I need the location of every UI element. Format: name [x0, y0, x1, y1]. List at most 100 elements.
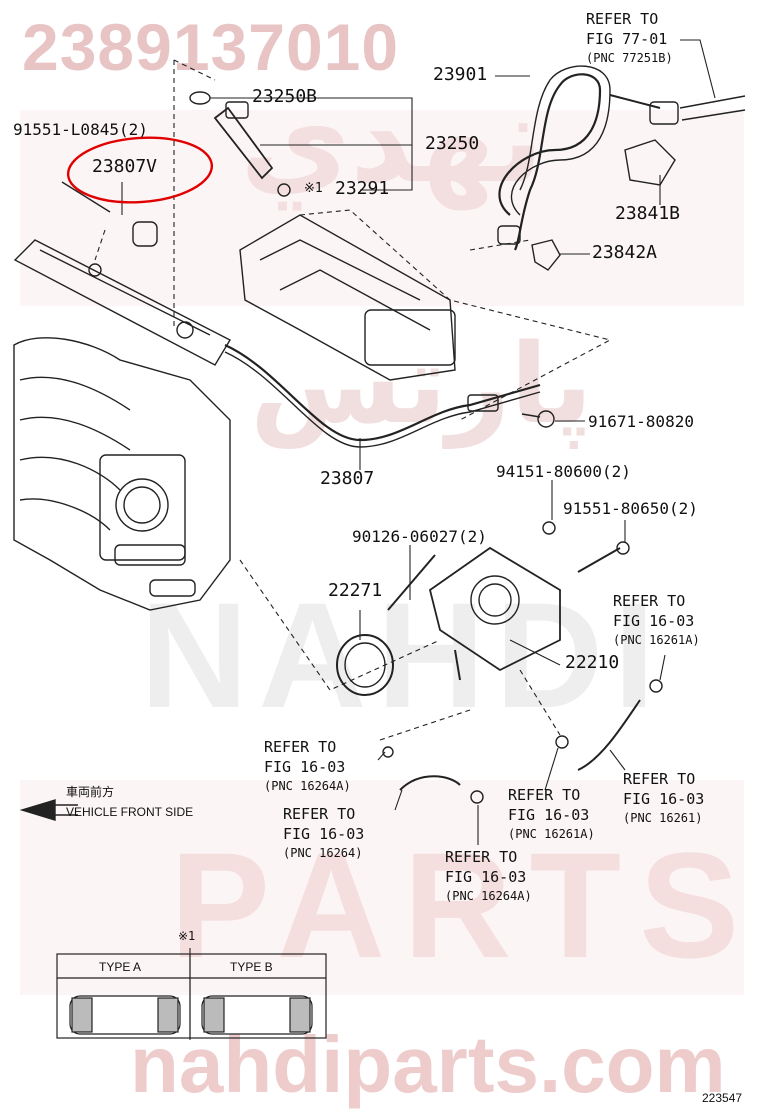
leader-r2 [377, 751, 386, 761]
type-a-hatch-left [71, 997, 93, 1033]
dash-injector-top [173, 59, 216, 81]
label-94151-80600: 94151-80600(2) [496, 462, 631, 481]
throttle-bore-inner [478, 583, 512, 617]
refer-1-pnc: (PNC 16261A) [613, 633, 700, 647]
label-23291: 23291 [335, 178, 390, 199]
dash-throttle-gasket [239, 559, 441, 691]
leader-r4 [609, 749, 626, 771]
type-b-hatch-left [203, 997, 225, 1033]
vehicle-front-en: VEHICLE FRONT SIDE [66, 805, 194, 819]
quick-connector [649, 101, 679, 125]
fuel-tube-bracket [467, 394, 499, 412]
leader-r3 [544, 747, 559, 791]
type-table-frame [56, 953, 327, 1039]
refer-4-line1: REFER TO [623, 770, 696, 788]
label-23841b: 23841B [615, 203, 681, 224]
hose-to-connector [609, 94, 661, 109]
refer-77-line2: FIG 77-01 [586, 30, 668, 48]
bolt-91671-shank [521, 413, 541, 418]
leader-r1 [659, 654, 666, 681]
type-b-label: TYPE B [230, 960, 273, 974]
head-mount-block [364, 309, 456, 366]
type-a-insulator [69, 995, 181, 1035]
label-23250: 23250 [425, 133, 480, 154]
refer-4-pnc: (PNC 16261) [623, 811, 703, 825]
throttle-mount-port-inner [123, 486, 161, 524]
figure-id: 223547 [702, 1091, 743, 1105]
manifold-nipple-lower [149, 579, 196, 597]
manifold-nipple-upper [114, 544, 186, 566]
hose-16261 [577, 699, 641, 771]
vehicle-front-jp: 車両前方 [66, 785, 115, 799]
fuel-rail-mount-1 [88, 263, 102, 277]
label-91551-80650: 91551-80650(2) [563, 499, 698, 518]
injector-connector [225, 101, 249, 119]
type-table-mark: ※1 [178, 929, 196, 943]
leader-refer-77 [680, 39, 716, 99]
hose-23901-outline [510, 65, 611, 216]
clamp-16261a-lower [555, 735, 569, 749]
refer-3-line1: REFER TO [508, 786, 581, 804]
leader-22210 [509, 639, 561, 666]
intake-manifold [13, 337, 231, 611]
watermark-part-number: 2389137010 [22, 10, 400, 84]
refer-77-tube [679, 95, 746, 121]
refer-5-line2: FIG 16-03 [283, 825, 365, 843]
highlight-ellipse [66, 136, 214, 204]
throttle-mount-flange [99, 454, 186, 561]
clamp-16264a [470, 790, 484, 804]
refer-2-line2: FIG 16-03 [264, 758, 346, 776]
label-23250b: 23250B [252, 86, 318, 107]
fuel-injector-23250 [213, 106, 274, 180]
throttle-bore [470, 575, 520, 625]
refer-1-line1: REFER TO [613, 592, 686, 610]
type-b-hatch-right [289, 997, 311, 1033]
leader-23291 [360, 145, 413, 191]
vehicle-front-arrow [19, 799, 56, 821]
o-ring-23250b [189, 91, 211, 105]
manifold-runners [19, 376, 131, 531]
refer-77-line1: REFER TO [586, 10, 659, 28]
bolt-91551-l0845 [61, 181, 111, 213]
dash-throttle-hose-left [379, 709, 471, 741]
bolt-91551-80650-head [616, 541, 630, 555]
clip-23841b [624, 139, 676, 186]
watermark-brand-top: NAHDI [140, 571, 665, 739]
dash-hose-end [469, 239, 531, 251]
refer-2-line1: REFER TO [264, 738, 337, 756]
watermark-band-bottom [20, 780, 744, 995]
clamp-16261a-upper [649, 679, 663, 693]
refer-6-line2: FIG 16-03 [445, 868, 527, 886]
watermark-brand-bottom: PARTS [170, 821, 758, 989]
refer-6-pnc: (PNC 16264A) [445, 889, 532, 903]
gasket-22271 [336, 634, 394, 696]
refer-77-pnc: (PNC 77251B) [586, 51, 673, 65]
throttle-nipple [454, 649, 461, 681]
type-table [56, 953, 327, 1039]
refer-3-pnc: (PNC 16261A) [508, 827, 595, 841]
bolt-91671-80820 [537, 410, 555, 428]
fuel-rail-mount-2 [176, 321, 194, 339]
cylinder-head-outline [239, 214, 456, 381]
refer-3-line2: FIG 16-03 [508, 806, 590, 824]
dash-throttle-hose [519, 669, 561, 736]
nut-94151-80600 [542, 521, 556, 535]
refer-5-line1: REFER TO [283, 805, 356, 823]
type-a-label: TYPE A [99, 960, 142, 974]
insulator-23291 [277, 183, 291, 197]
throttle-mount-port [115, 478, 169, 532]
label-22210: 22210 [565, 652, 620, 673]
leader-r5 [394, 789, 403, 811]
clamp-16264a-left [382, 746, 394, 758]
label-91551-l0845: 91551-L0845(2) [13, 120, 148, 139]
refer-6-line1: REFER TO [445, 848, 518, 866]
label-23807: 23807 [320, 468, 375, 489]
type-a-hatch-right [157, 997, 179, 1033]
stud-90126-06027 [387, 554, 436, 611]
refer-2-pnc: (PNC 16264A) [264, 779, 351, 793]
spacer-23807v [132, 221, 158, 247]
vehicle-front-arrow-tail [55, 804, 78, 816]
watermark-band-top [20, 110, 744, 306]
